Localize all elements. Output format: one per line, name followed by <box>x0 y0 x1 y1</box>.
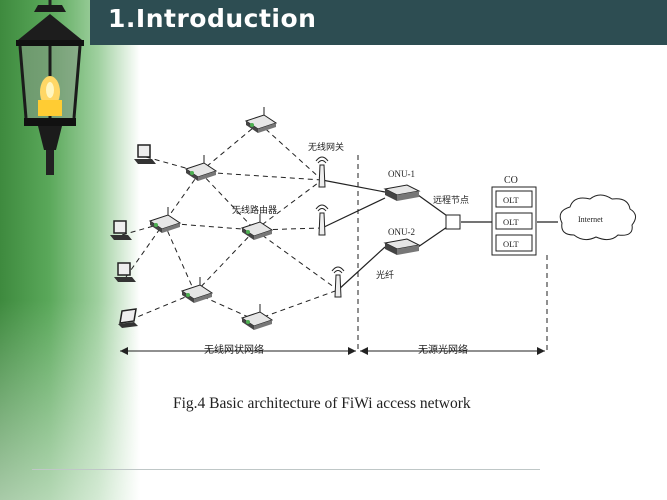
label-onu1: ONU-1 <box>388 169 415 179</box>
olt-box-2 <box>495 212 533 230</box>
label-fiber: 光纤 <box>376 269 394 280</box>
label-remote-node: 远程节点 <box>433 195 469 205</box>
mesh-links <box>121 122 548 353</box>
lantern-image <box>16 0 84 175</box>
remote-node-box <box>445 214 461 230</box>
label-internet: Internet <box>578 215 604 224</box>
fiwi-diagram: 无线网关 无线路由器 ONU-1 ONU-2 远程节点 光纤 CO OLT OL… <box>110 107 636 356</box>
label-olt-3: OLT <box>503 239 520 249</box>
figure-caption: Fig.4 Basic architecture of FiWi access … <box>173 395 471 412</box>
slide-title: 1.Introduction <box>108 4 317 33</box>
header-bar <box>90 0 667 45</box>
label-onu2: ONU-2 <box>388 227 415 237</box>
label-passive-optical: 无源光网络 <box>418 343 468 356</box>
label-wireless-mesh: 无线网状网络 <box>204 343 264 356</box>
bottom-divider <box>32 469 540 470</box>
router-devices <box>148 107 278 330</box>
label-co: CO <box>504 175 518 186</box>
label-olt-2: OLT <box>503 217 520 227</box>
label-olt-1: OLT <box>503 195 520 205</box>
laptop-devices <box>110 144 156 328</box>
olt-box-3 <box>495 234 533 252</box>
onu-devices <box>383 184 421 255</box>
olt-box-1 <box>495 190 533 208</box>
label-wireless-gateway: 无线网关 <box>308 141 344 152</box>
fiber-links <box>321 179 558 291</box>
label-wireless-router: 无线路由器 <box>232 204 277 215</box>
wireless-gateway-antennas <box>315 156 345 298</box>
internet-cloud <box>559 194 636 241</box>
